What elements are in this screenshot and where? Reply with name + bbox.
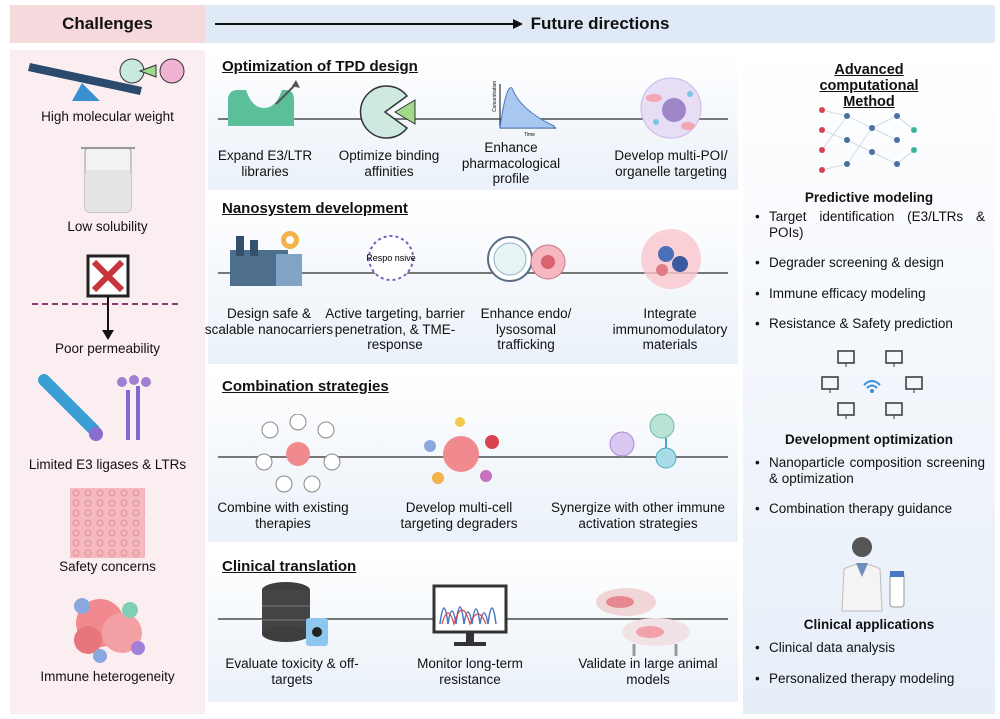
clinical-app-bullet-data: Clinical data analysis — [753, 640, 985, 656]
predictive-bullet-resistance: Resistance & Safety prediction — [753, 316, 985, 332]
nano-item-endo: Enhance endo/ lysosomal trafficking — [480, 306, 572, 353]
timeline-line — [218, 272, 728, 274]
factory-icon — [230, 231, 302, 286]
timeline-line — [218, 118, 728, 120]
computational-title: Advanced computational Method — [819, 62, 919, 110]
responsive-nanoparticle-icon: Respo nsive — [366, 235, 416, 281]
nano-item-design: Design safe & scalable nanocarriers — [204, 306, 334, 337]
computer-network-icon — [821, 350, 923, 419]
scientist-icon — [841, 537, 905, 612]
endosome-icon — [487, 236, 566, 282]
combo-item-multi-cell: Develop multi-cell targeting degraders — [400, 500, 518, 531]
multi-cell-cluster-icon — [424, 417, 499, 484]
immunomodulatory-material-icon — [641, 229, 701, 289]
clinical-item-animal: Validate in large animal models — [578, 656, 718, 687]
future-directions-title: Future directions — [530, 14, 670, 33]
challenge-poor-permeability: Poor permeability — [54, 341, 161, 356]
header-arrow-icon — [215, 19, 523, 29]
tissue-pattern-icon — [70, 488, 145, 558]
tpd-item-multi-poi: Develop multi-POI/ organelle targeting — [614, 148, 728, 179]
database-toxicity-icon — [262, 582, 328, 646]
panel-nanosystem: Nanosystem development Respo nsive Desig — [205, 194, 738, 364]
predictive-modeling-title: Predictive modeling — [804, 190, 934, 205]
challenge-immune-heterogeneity: Immune heterogeneity — [40, 669, 175, 684]
clinical-item-toxicity: Evaluate toxicity & off-targets — [225, 656, 359, 687]
predictive-bullet-degrader: Degrader screening & design — [753, 255, 985, 271]
e3-ligase-shape-icon — [228, 80, 300, 126]
therapies-wheel-icon — [255, 414, 341, 493]
challenges-header: Challenges — [10, 5, 205, 43]
development-bullet-nanoparticle: Nanoparticle composition screening & opt… — [753, 455, 985, 486]
predictive-bullet-immune: Immune efficacy modeling — [753, 286, 985, 302]
pk-x-axis-label: Time — [524, 132, 535, 138]
tpd-item-enhance: Enhance pharmacological profile — [461, 140, 561, 187]
panel-title-nanosystem: Nanosystem development — [222, 200, 408, 217]
beaker-icon — [81, 147, 135, 213]
panel-title-combination: Combination strategies — [222, 378, 389, 395]
combo-item-synergize: Synergize with other immune activation s… — [550, 500, 726, 531]
development-optimization-title: Development optimization — [784, 432, 953, 447]
neural-network-icon — [819, 107, 917, 173]
clinical-item-resistance: Monitor long-term resistance — [417, 656, 523, 687]
challenge-low-solubility: Low solubility — [67, 219, 148, 234]
panel-clinical: Clinical translation Evaluate toxic — [208, 552, 738, 702]
tpd-item-optimize: Optimize binding affinities — [338, 148, 440, 179]
challenge-limited-e3: Limited E3 ligases & LTRs — [28, 457, 187, 472]
panel-tpd-design: Optimization of TPD design Concentration… — [208, 52, 738, 190]
immune-cells-synergy-icon — [609, 413, 677, 469]
immune-cells-icon — [74, 598, 145, 663]
pk-curve-icon: Concentration Time — [492, 81, 556, 138]
challenge-safety-concerns: Safety concerns — [59, 559, 156, 574]
nano-item-immunomodulatory: Integrate immunomodulatory materials — [612, 306, 728, 353]
monitor-chromatogram-icon — [432, 584, 508, 646]
panel-title-tpd: Optimization of TPD design — [222, 58, 418, 75]
clinical-app-bullet-personalized: Personalized therapy modeling — [753, 671, 985, 687]
panel-title-clinical: Clinical translation — [222, 558, 357, 575]
organelle-cell-icon — [640, 77, 702, 139]
predictive-bullet-target: Target identification (E3/LTRs & POIs) — [753, 209, 985, 240]
ligase-icon — [38, 374, 151, 441]
nano-item-active-targeting: Active targeting, barrier penetration, &… — [325, 306, 465, 353]
challenge-high-molecular-weight: High molecular weight — [41, 109, 174, 124]
responsive-label: Respo nsive — [366, 253, 416, 263]
clinical-applications-title: Clinical applications — [803, 617, 935, 632]
large-animal-icon — [596, 588, 690, 656]
development-bullet-combination: Combination therapy guidance — [753, 501, 985, 517]
seesaw-icon — [28, 58, 185, 101]
combo-item-combine: Combine with existing therapies — [217, 500, 349, 531]
tpd-item-expand: Expand E3/LTR libraries — [217, 148, 313, 179]
panel-combination: Combination strategies Combine with — [208, 372, 738, 542]
blocked-cross-icon — [32, 254, 182, 340]
pk-y-axis-label: Concentration — [492, 81, 498, 112]
pacman-binding-icon — [359, 85, 416, 139]
